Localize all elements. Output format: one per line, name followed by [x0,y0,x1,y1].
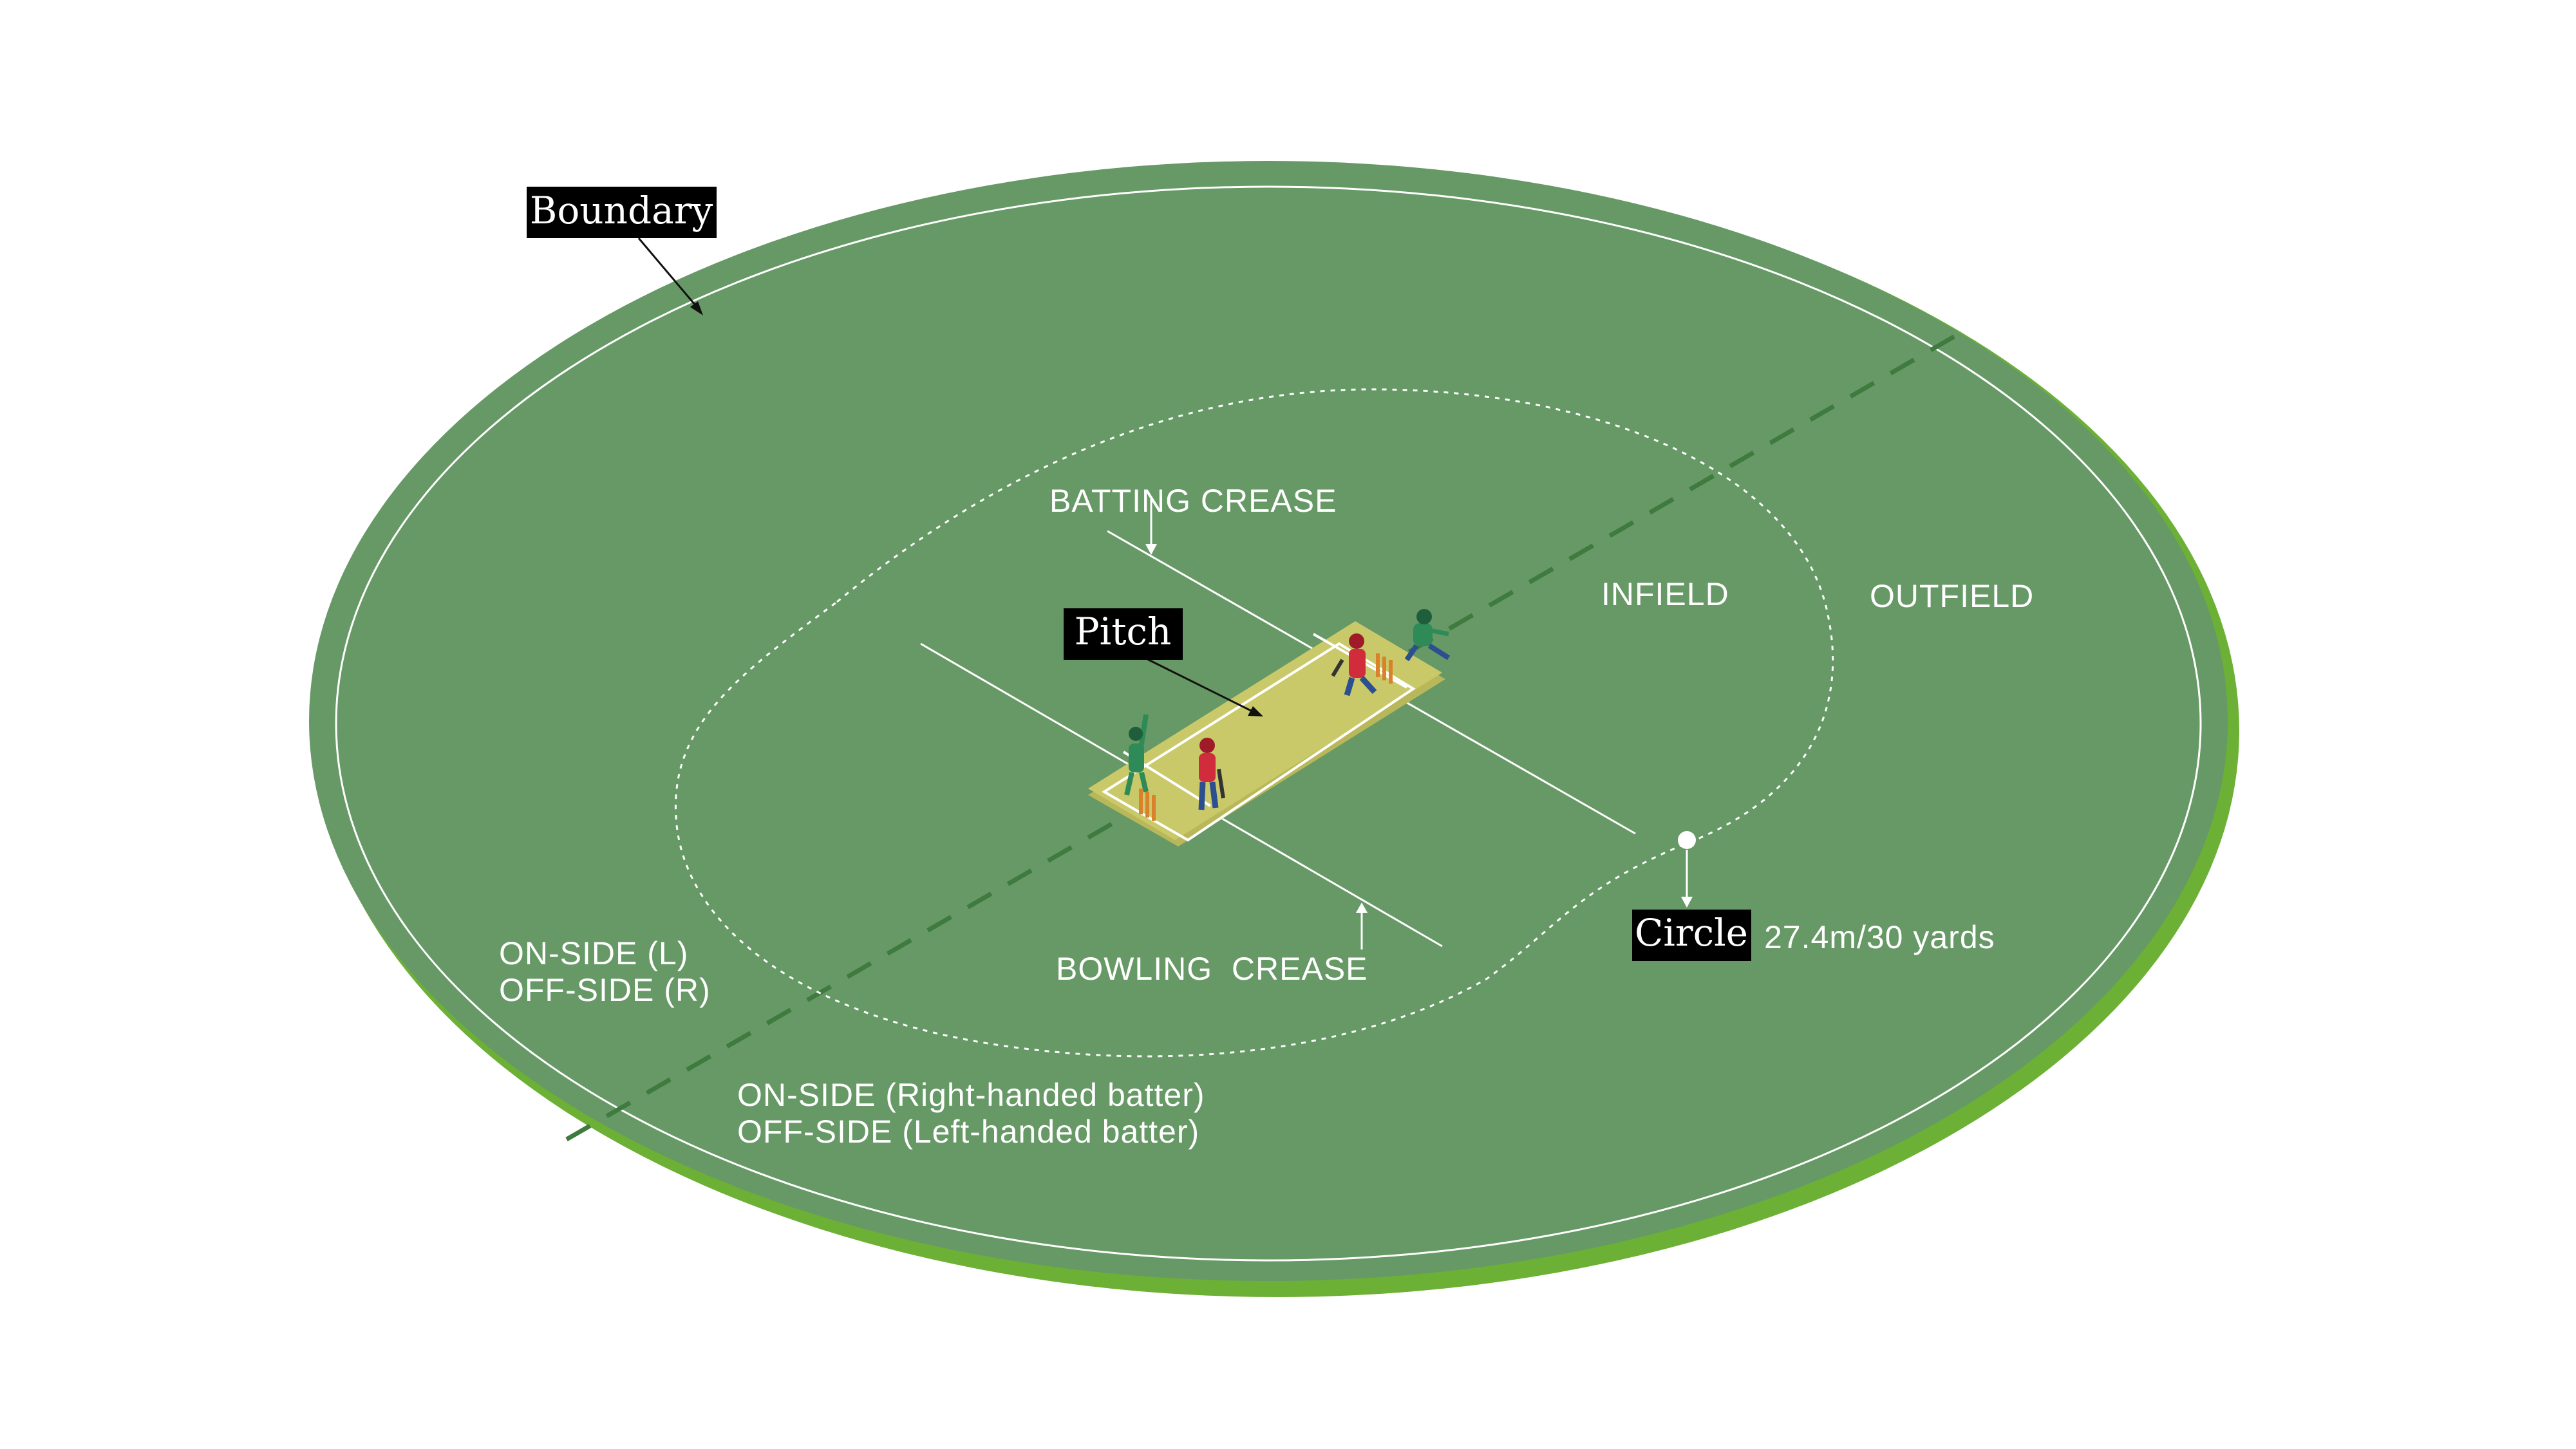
stumps-near [1139,789,1156,821]
stumps-far [1376,653,1393,684]
infield-label: INFIELD [1601,576,1729,612]
circle-arrowhead [1681,897,1693,908]
pitch-arrowhead [1248,706,1263,716]
wicketkeeper-player [1404,609,1451,662]
off-side-short-label: OFF-SIDE (R) [499,972,711,1008]
outfield-label: OUTFIELD [1870,578,2034,614]
inner-circle-line [674,388,1834,1058]
on-side-long-label: ON-SIDE (Right-handed batter) [737,1077,1205,1113]
circle-tag [1632,910,1751,961]
batting-crease-arrowhead [1145,544,1157,555]
bowler-player [1124,714,1149,796]
batting-crease-label: BATTING CREASE [1049,483,1337,519]
boundary-tag [527,187,717,238]
bowling-crease-arrowhead [1356,902,1368,913]
pitch-tag [1064,608,1183,660]
pitch-label: Pitch [1075,610,1172,653]
on-side-short-label: ON-SIDE (L) [499,935,688,971]
off-side-long-label: OFF-SIDE (Left-handed batter) [737,1114,1199,1150]
boundary-line [335,185,2202,1262]
circle-label: Circle [1635,911,1748,955]
striker-player [1331,633,1377,696]
boundary-pointer [637,238,700,310]
bowling-crease-label: BOWLING CREASE [1056,951,1368,987]
boundary-label: Boundary [530,189,713,232]
circle-marker-dot [1678,831,1696,849]
non-striker-player [1198,738,1225,810]
circle-measure-label: 27.4m/30 yards [1764,919,1995,955]
boundary-arrowhead [690,301,703,315]
pitch-pointer [1145,657,1253,713]
